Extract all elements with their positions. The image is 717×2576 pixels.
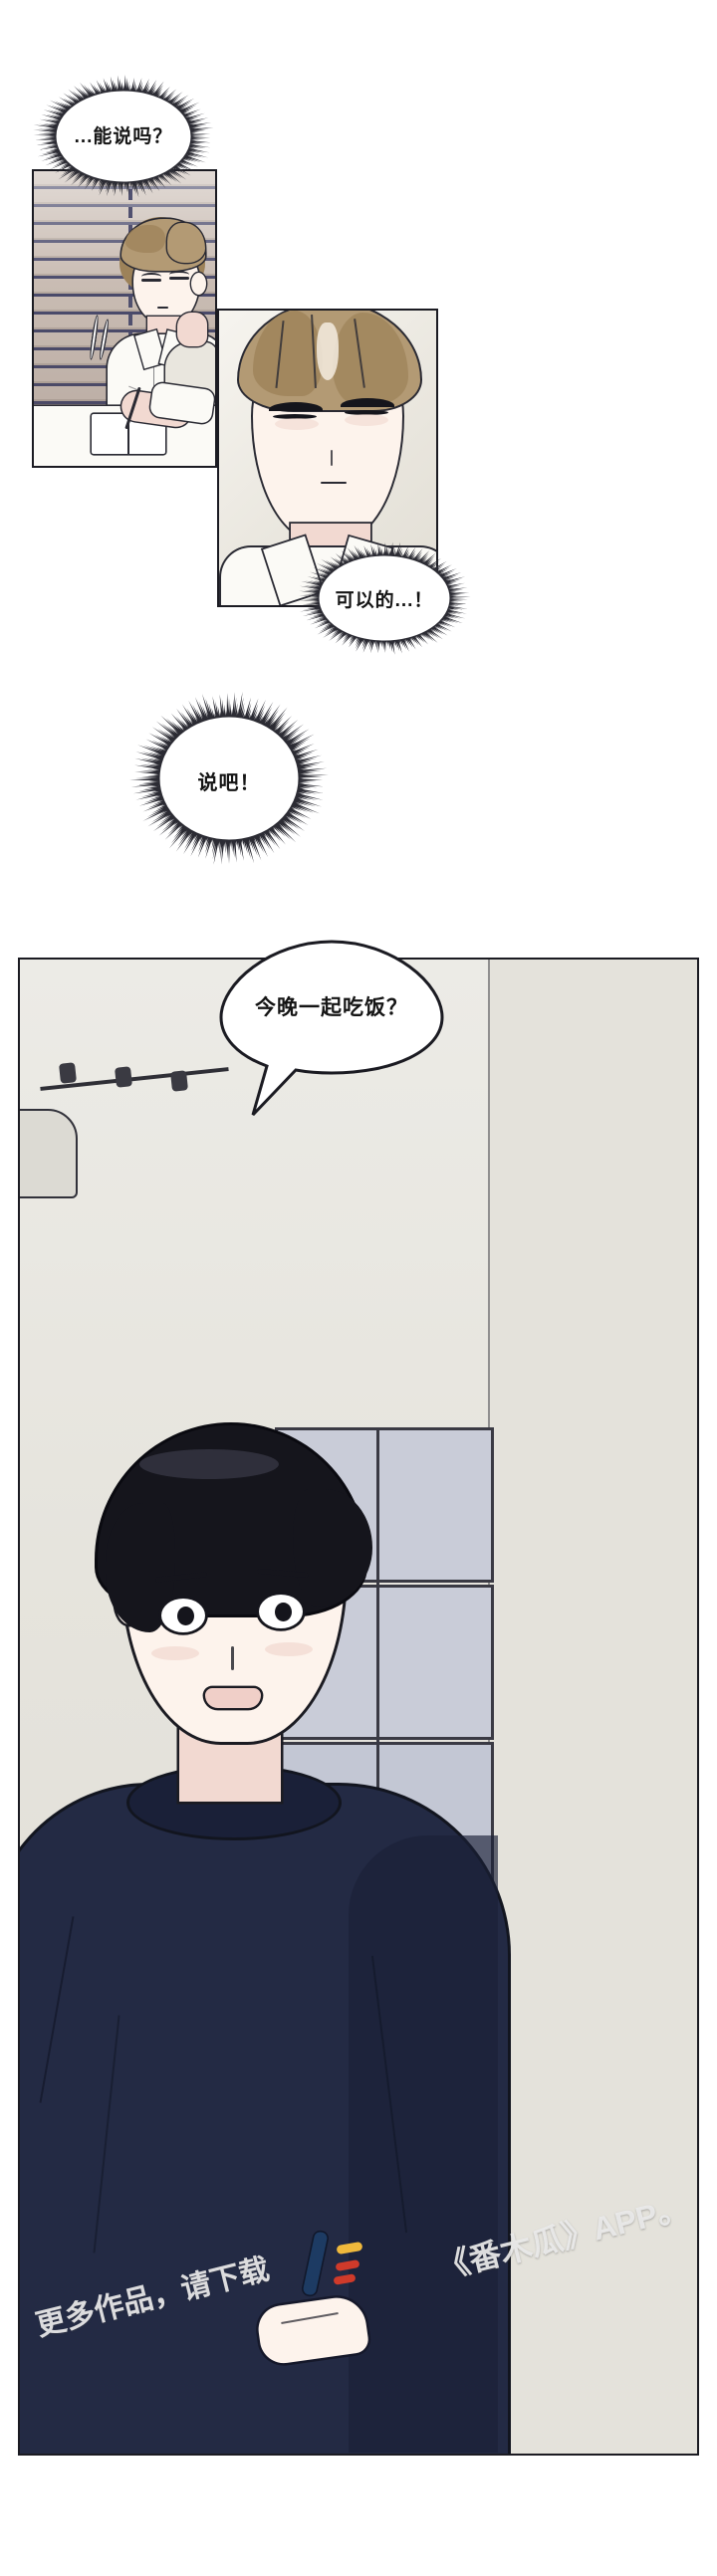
speech-bubble-4: 今晚一起吃饭？: [207, 912, 456, 1121]
track-lamp-1: [58, 1062, 78, 1084]
pupil-right: [275, 1603, 292, 1621]
character-closeup: [219, 311, 436, 605]
mouth: [205, 1688, 261, 1708]
speech-bubble-3-text: 说吧！: [197, 772, 261, 794]
speech-bubble-1: ...能说吗？: [24, 62, 223, 211]
track-lamp-3: [169, 1070, 189, 1092]
hair-highlight: [139, 1449, 279, 1479]
panel-3: 更多作品，请下载 《番木瓜》APP。: [18, 958, 699, 2456]
pendant-lamp: [20, 1109, 78, 1198]
blind-cord: [128, 171, 132, 466]
blush-left: [151, 1646, 199, 1660]
character-dark-hair: [20, 1318, 548, 2454]
blush-right: [265, 1642, 313, 1656]
sweater-shadow: [349, 1835, 498, 2453]
window-mullion: [376, 1427, 379, 1891]
speech-bubble-2-text: 可以的...！: [335, 590, 434, 611]
panel-1: [32, 169, 217, 468]
pupil-left: [177, 1607, 194, 1625]
speech-bubble-1-text: ...能说吗？: [74, 126, 173, 147]
speech-bubble-4-text: 今晚一起吃饭？: [255, 996, 408, 1019]
notebook-spine: [127, 414, 129, 454]
speech-bubble-2: 可以的...！: [285, 528, 484, 669]
speech-bubble-3: 说吧！: [121, 673, 337, 884]
wall-panel-right: [488, 960, 697, 2454]
hair-fringe-right: [293, 1489, 372, 1607]
nose: [231, 1646, 234, 1670]
track-lamp-2: [114, 1066, 133, 1088]
